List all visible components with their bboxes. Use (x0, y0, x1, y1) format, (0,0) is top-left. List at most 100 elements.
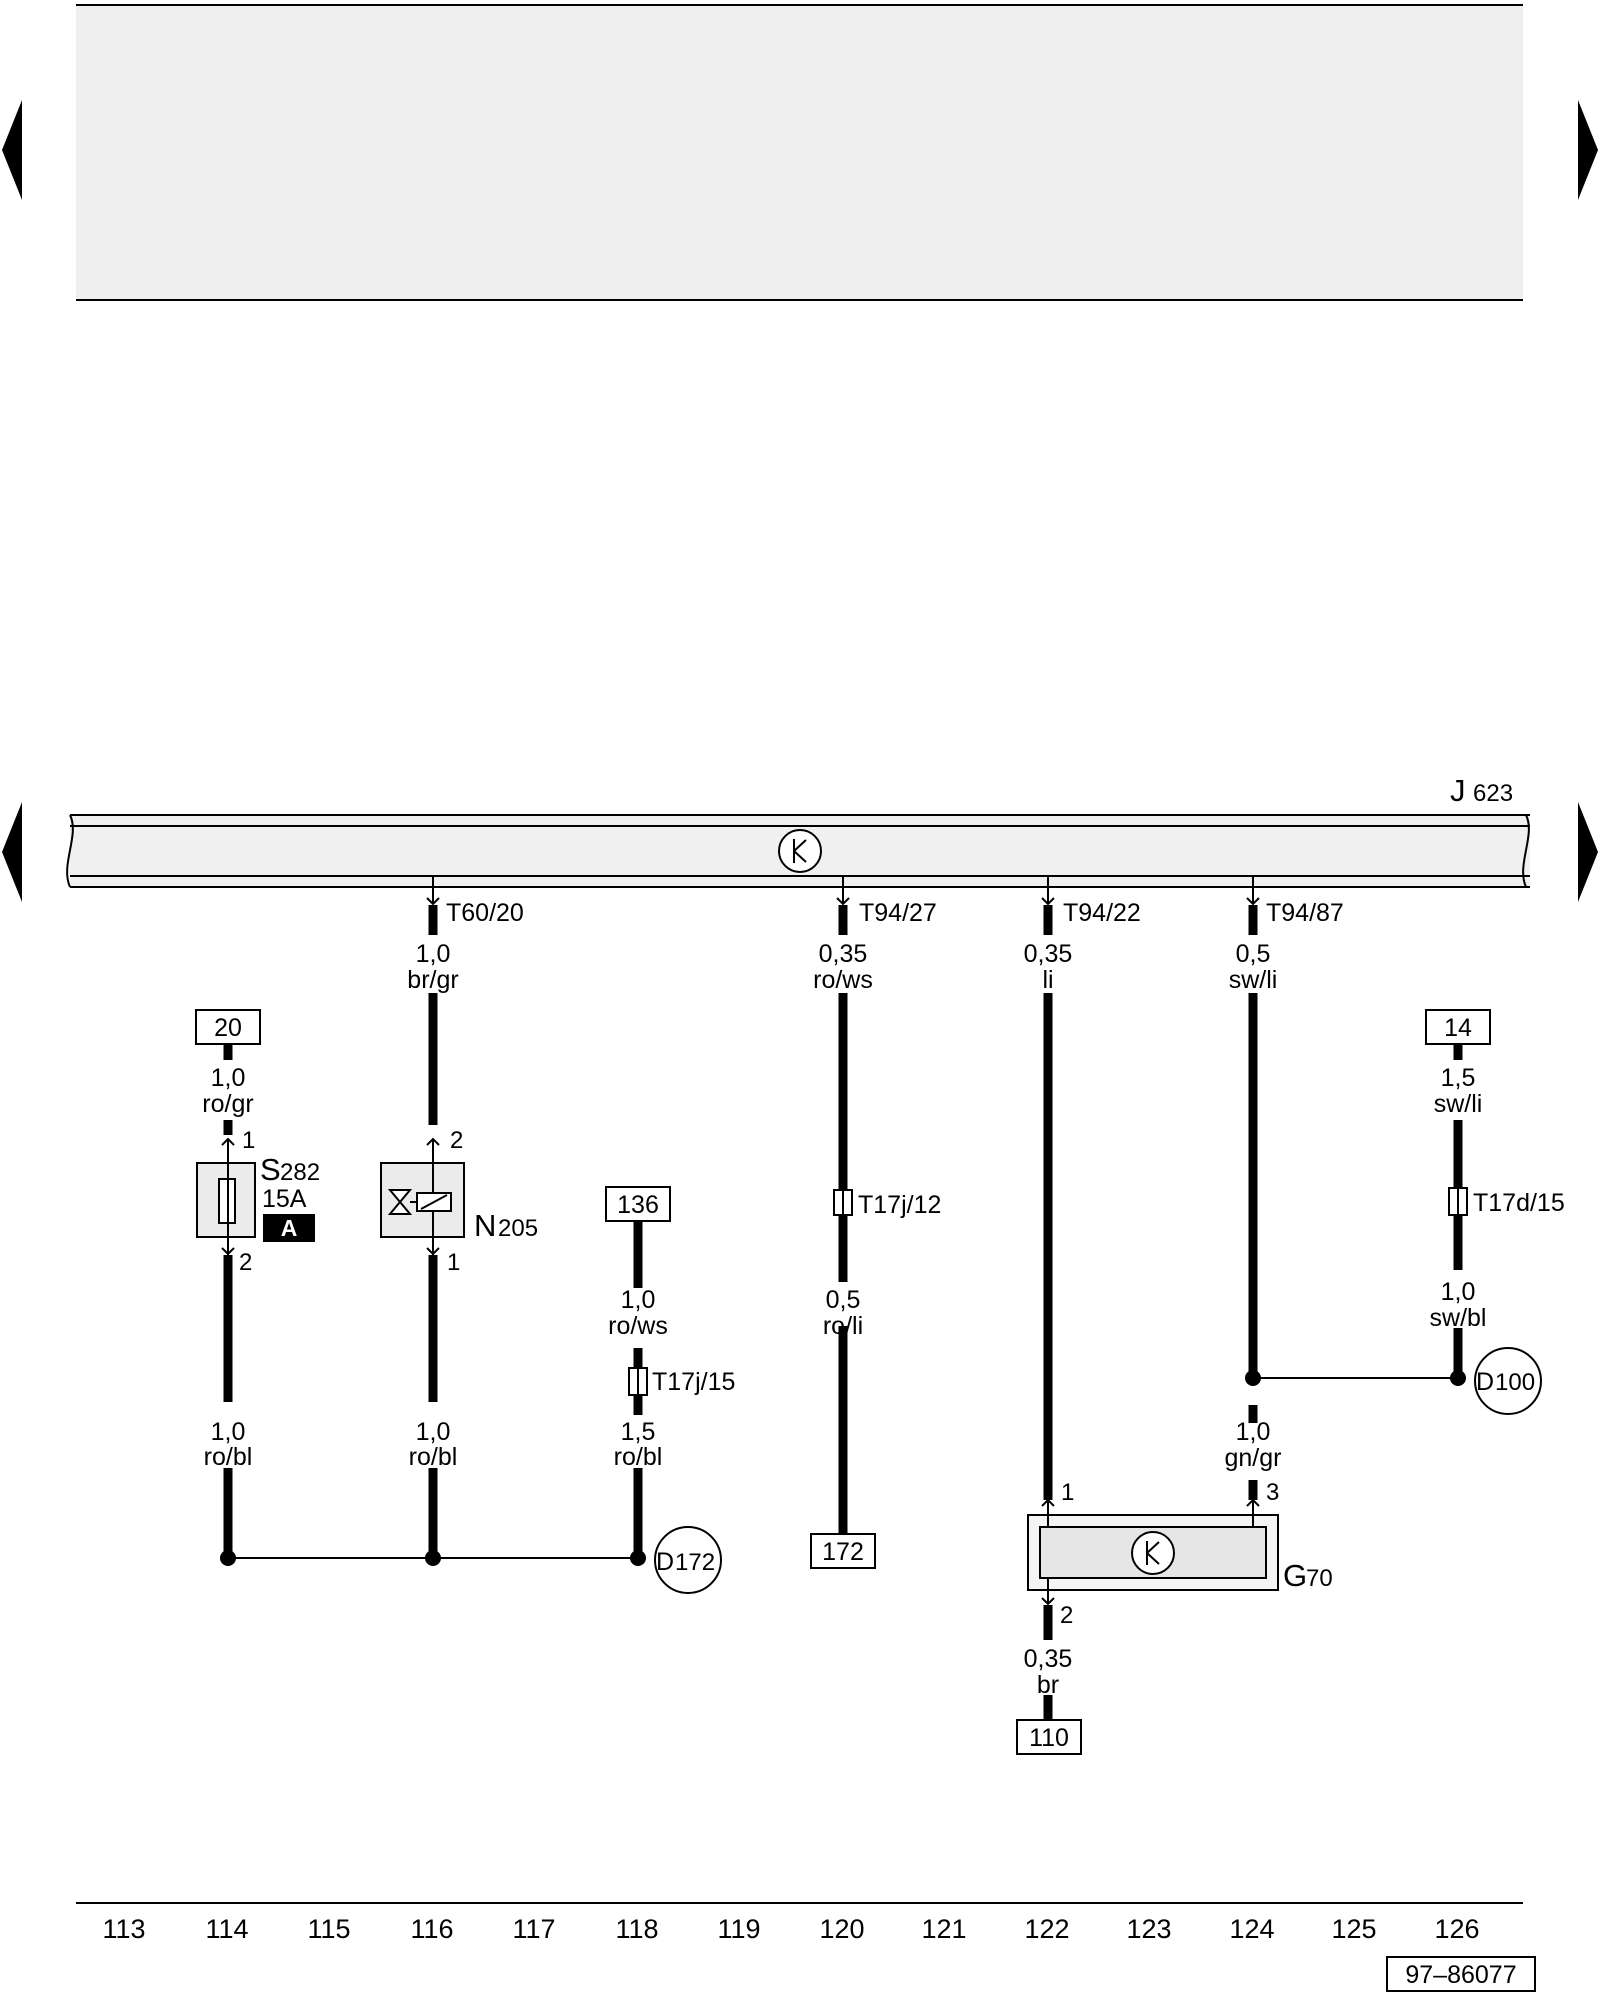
reference-label: 14 (1444, 1014, 1472, 1042)
fuse-rating: 15A (262, 1185, 307, 1213)
column-number: 126 (1434, 1914, 1479, 1944)
wire-gauge: 0,5 (1236, 940, 1271, 968)
wire-gauge: 0,35 (1024, 1645, 1073, 1673)
fuse-tag-badge (263, 1214, 315, 1242)
junction-number: 100 (1495, 1369, 1535, 1396)
sensor-symbol-icon (1131, 1531, 1175, 1575)
column-number: 121 (921, 1914, 966, 1944)
reference-label: 20 (214, 1014, 242, 1042)
wire-color: sw/li (1434, 1090, 1483, 1118)
column-numbers: 113 114 115 116 117 118 119 120 121 122 … (102, 1914, 1479, 1944)
wire-gauge: 1,0 (621, 1286, 656, 1314)
wire-color: sw/bl (1430, 1304, 1487, 1332)
column-number: 119 (717, 1914, 760, 1944)
wire-color: ro/bl (614, 1443, 663, 1471)
wire-gauge: 0,35 (1024, 940, 1073, 968)
column-number: 113 (102, 1914, 145, 1944)
wire-136: 136 1,0 ro/ws T17j/15 1,5 ro/bl (605, 1186, 735, 1471)
junction-d100: D 100 (1474, 1347, 1542, 1415)
valve-letter: N (474, 1208, 496, 1243)
wire-gauge: 0,5 (826, 1286, 861, 1314)
wire-color: ro/ws (608, 1312, 668, 1340)
wire-color: br (1037, 1671, 1059, 1699)
reference-box-14[interactable] (1425, 1009, 1491, 1045)
column-number: 117 (512, 1914, 555, 1944)
prev-page-arrow-top[interactable] (2, 100, 22, 200)
junction-number: 172 (675, 1549, 715, 1576)
reference-box-136[interactable] (605, 1186, 671, 1222)
document-id-box (1386, 1956, 1536, 1992)
pin-label: 1 (447, 1249, 460, 1276)
wire-172: T17j/12 0,5 ro/li 172 (810, 1189, 941, 1569)
prev-page-arrow-bottom[interactable] (2, 802, 22, 902)
fuse-number: 282 (280, 1159, 320, 1186)
column-number: 118 (615, 1914, 658, 1944)
document-id: 97–86077 (1405, 1961, 1516, 1989)
pin-label: 1 (242, 1127, 255, 1154)
wires (223, 905, 1463, 1720)
wire-gauge: 1,5 (621, 1418, 656, 1446)
wire-gauge: 0,35 (819, 940, 868, 968)
sensor-g70: 1 3 2 G 70 1,0 gn/gr 0,35 br 110 (1016, 1418, 1333, 1755)
connector-stubs (426, 877, 1260, 906)
connector-label-t60-20: T60/20 (446, 899, 524, 927)
wire-color: br/gr (407, 966, 458, 994)
wire-color: ro/gr (202, 1090, 253, 1118)
connector-label-t17d-15: T17d/15 (1473, 1189, 1565, 1217)
sensor-number: 70 (1306, 1565, 1333, 1592)
control-unit-symbol-icon (778, 829, 822, 873)
junction-dots (220, 1370, 1466, 1566)
wire-color: gn/gr (1225, 1444, 1282, 1472)
reference-box-110[interactable] (1016, 1719, 1082, 1755)
valve-n205: 2 1 N 205 1,0 ro/bl (380, 1127, 538, 1471)
wire-color: ro/bl (409, 1443, 458, 1471)
control-unit-letter: J (1450, 773, 1466, 808)
column-number: 115 (307, 1914, 350, 1944)
fuse-letter: S (260, 1152, 281, 1187)
column-number: 122 (1024, 1914, 1069, 1944)
wire-gauge: 1,0 (211, 1418, 246, 1446)
control-unit-number: 623 (1473, 780, 1513, 807)
sensor-letter: G (1283, 1558, 1307, 1593)
column-number: 114 (205, 1914, 248, 1944)
connector-label-t94-87: T94/87 (1266, 899, 1344, 927)
column-number: 120 (819, 1914, 864, 1944)
fuse-tag: A (281, 1215, 298, 1241)
next-page-arrow-bottom[interactable] (1578, 802, 1598, 902)
control-unit-bar: J 623 (66, 773, 1530, 888)
wire-gauge: 1,0 (1441, 1278, 1476, 1306)
wire-color: li (1042, 966, 1053, 994)
valve-number: 205 (498, 1215, 538, 1242)
reference-label: 172 (822, 1538, 864, 1566)
wire-gauge: 1,0 (416, 940, 451, 968)
pin-label: 3 (1266, 1479, 1279, 1506)
connector-label-t94-27: T94/27 (859, 899, 937, 927)
column-number: 124 (1229, 1914, 1274, 1944)
wire-color: sw/li (1229, 966, 1278, 994)
pin-label: 2 (1060, 1602, 1073, 1629)
wire-gauge: 1,0 (1236, 1418, 1271, 1446)
wire-gauge: 1,5 (1441, 1064, 1476, 1092)
top-band (76, 4, 1523, 301)
wire-gauge: 1,0 (416, 1418, 451, 1446)
pin-label: 1 (1061, 1479, 1074, 1506)
wire-gauge: 1,0 (211, 1064, 246, 1092)
wire-color: ro/bl (204, 1443, 253, 1471)
column-number: 116 (410, 1914, 453, 1944)
junction-d172: D 172 (654, 1526, 722, 1594)
fuse-s282: 20 1,0 ro/gr 1 2 S 282 15A A 1,0 ro/bl (195, 1009, 320, 1471)
connector-label-t94-22: T94/22 (1063, 899, 1141, 927)
reference-box-172[interactable] (810, 1533, 876, 1569)
connector-label-t17j-15: T17j/15 (652, 1368, 735, 1396)
reference-label: 110 (1029, 1724, 1069, 1752)
wire-14: 14 1,5 sw/li T17d/15 1,0 sw/bl (1425, 1009, 1565, 1332)
pin-label: 2 (239, 1249, 252, 1276)
junction-letter: D (1476, 1368, 1494, 1396)
wire-color: ro/li (823, 1312, 863, 1340)
reference-box-20[interactable] (195, 1009, 261, 1045)
reference-label: 136 (617, 1191, 659, 1219)
pin-label: 2 (450, 1127, 463, 1154)
next-page-arrow-top[interactable] (1578, 100, 1598, 200)
column-number: 123 (1126, 1914, 1171, 1944)
